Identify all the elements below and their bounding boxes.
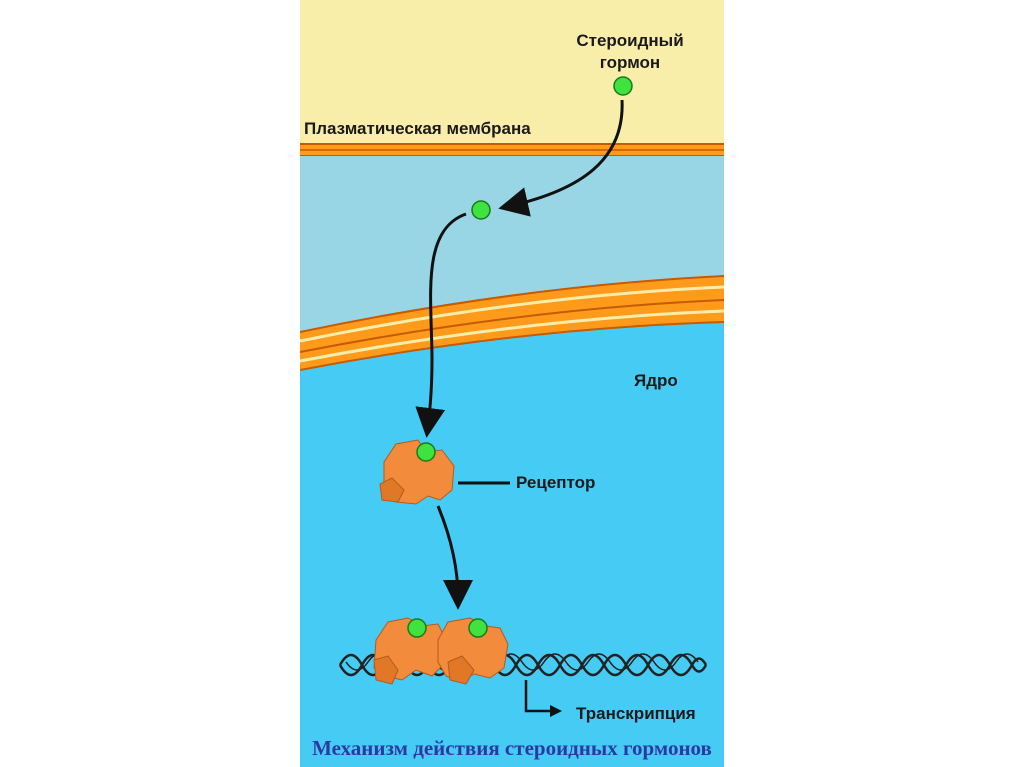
slide-title: Механизм действия стероидных гормонов xyxy=(312,736,712,760)
hormone-label: Стероидный гормон xyxy=(576,31,684,72)
pathway-arrows xyxy=(415,99,624,610)
hormone-on-dimer-right xyxy=(468,618,488,638)
nuclear-envelope xyxy=(300,275,724,371)
hormone-cytoplasm xyxy=(471,200,491,220)
receptor-protein xyxy=(379,439,455,505)
transcription-label: Транскрипция xyxy=(576,704,696,723)
transcription-start-arrow xyxy=(524,680,562,717)
plasma-membrane-label: Плазматическая мембрана xyxy=(304,119,531,138)
receptor-dimer xyxy=(373,617,509,685)
extracellular-region xyxy=(300,0,724,145)
receptor-label: Рецептор xyxy=(516,473,596,492)
hormone-on-receptor xyxy=(416,442,436,462)
hormone-on-dimer-left xyxy=(407,618,427,638)
nucleus-label: Ядро xyxy=(634,371,678,390)
hormone-extracellular xyxy=(613,76,633,96)
